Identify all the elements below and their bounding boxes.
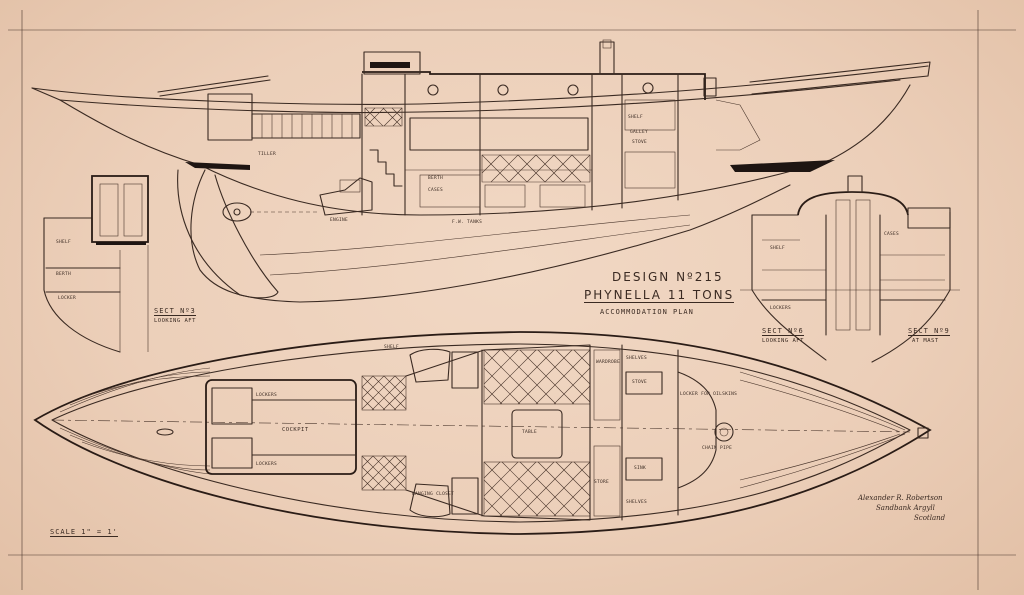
label-shelves-port: Shelves [626, 356, 648, 361]
label-table: Table [522, 430, 538, 435]
label-cases: Cases [428, 188, 444, 193]
label-oilskins: Locker for Oilskins [680, 392, 738, 397]
label-store: Store [594, 480, 610, 485]
design-number: Design Nº215 [612, 270, 724, 284]
profile-view [31, 39, 931, 303]
designer-signature-1: Alexander R. Robertson [858, 494, 943, 502]
section-3 [43, 175, 149, 353]
sect6-cases: Cases [884, 232, 900, 237]
label-shelf-profile: Shelf [628, 115, 644, 120]
section-6-sub: Looking Aft [762, 338, 804, 344]
sect3-berth: Berth [56, 272, 72, 277]
section-9-label: Sect Nº9 [908, 327, 950, 336]
label-galley: Galley [630, 130, 649, 135]
label-sink: Sink [634, 466, 647, 471]
section-9-sub: At Mast [912, 338, 939, 344]
designer-signature-2: Sandbank Argyll [876, 504, 935, 512]
label-engine: Engine [330, 218, 349, 223]
label-stove-plan: Stove [632, 380, 648, 385]
label-wardrobe: Wardrobe [596, 360, 621, 365]
label-lockers-port: Lockers [256, 393, 278, 398]
label-cockpit: Cockpit [282, 427, 309, 433]
sect6-lockers: Lockers [770, 306, 792, 311]
label-chain-pipe: Chain Pipe [702, 446, 733, 451]
label-shelf-plan: Shelf [384, 345, 400, 350]
section-3-label: Sect Nº3 [154, 307, 196, 316]
label-tiller: Tiller [258, 152, 277, 157]
sect3-locker: Locker [58, 296, 77, 301]
sect6-shelf: Shelf [770, 246, 786, 251]
label-berth: Berth [428, 176, 444, 181]
plan-view [33, 331, 932, 535]
label-fw-tanks: F.W. Tanks [452, 220, 483, 225]
sect3-shelf: Shelf [56, 240, 72, 245]
section-6-9 [740, 175, 960, 363]
section-3-sub: Looking Aft [154, 318, 196, 324]
border-frame [8, 10, 1016, 590]
yacht-name: Phynella 11 tons [584, 288, 735, 303]
label-stove: Stove [632, 140, 648, 145]
designer-signature-3: Scotland [914, 514, 946, 522]
label-lockers-stbd: Lockers [256, 462, 278, 467]
plan-title: Accommodation Plan [600, 308, 694, 316]
label-shelves-stbd: Shelves [626, 500, 648, 505]
scale-label: Scale 1" = 1' [50, 528, 118, 537]
label-hanging-closet: Hanging Closet [412, 492, 455, 497]
section-6-label: Sect Nº6 [762, 327, 804, 336]
